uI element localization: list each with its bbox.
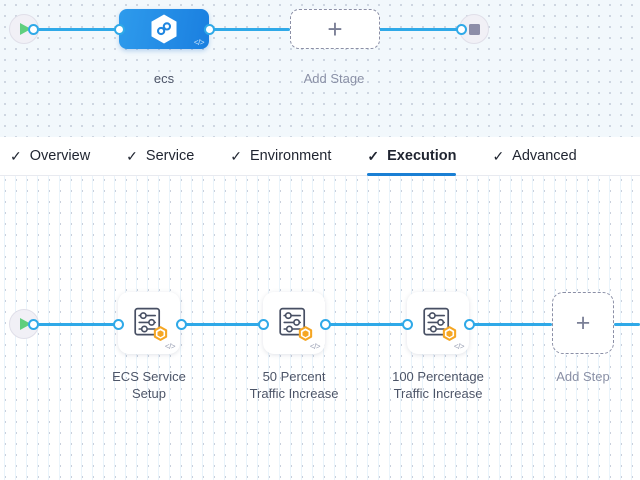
settings-sliders-icon bbox=[279, 307, 306, 336]
step-3-input-port[interactable] bbox=[402, 319, 413, 330]
orange-hexagon-badge bbox=[153, 326, 168, 341]
tab-service[interactable]: ✓ Service bbox=[126, 137, 216, 175]
tab-execution[interactable]: ✓ Execution bbox=[367, 137, 478, 176]
check-icon: ✓ bbox=[10, 148, 22, 164]
step-code-tag: </> bbox=[453, 342, 465, 351]
connector-step-3-to-add-step bbox=[470, 323, 552, 326]
step-3-output-port[interactable] bbox=[464, 319, 475, 330]
stage-end-node[interactable] bbox=[459, 14, 489, 44]
step-canvas[interactable]: </> ECS Service Setup < bbox=[0, 176, 640, 480]
tab-bar[interactable]: ✓ Overview ✓ Service ✓ Environment ✓ Exe… bbox=[0, 137, 640, 176]
step-1-output-port[interactable] bbox=[176, 319, 187, 330]
step-3-label-line2: Traffic Increase bbox=[393, 386, 483, 401]
tab-label: Service bbox=[145, 148, 195, 164]
check-icon: ✓ bbox=[367, 148, 380, 164]
stop-icon bbox=[468, 23, 480, 35]
connector-stage-to-add-stage bbox=[210, 28, 290, 31]
check-icon: ✓ bbox=[230, 148, 242, 164]
step-1-input-port[interactable] bbox=[113, 319, 124, 330]
connector-add-stage-to-end bbox=[378, 28, 463, 31]
stage-node-ecs[interactable]: </> bbox=[119, 9, 209, 49]
hexagon-infinity-icon bbox=[151, 14, 177, 44]
check-icon: ✓ bbox=[492, 148, 505, 164]
play-icon bbox=[20, 318, 31, 330]
tab-label: Environment bbox=[250, 148, 332, 164]
stage-end-input-port[interactable] bbox=[456, 24, 467, 35]
stage-canvas[interactable]: </> ecs + Add Stage bbox=[0, 0, 640, 137]
stage-output-port[interactable] bbox=[204, 24, 215, 35]
step-node-50-percent-traffic-increase[interactable]: </> bbox=[263, 292, 325, 354]
step-node-ecs-service-setup[interactable]: </> bbox=[118, 292, 180, 354]
add-stage-button[interactable]: + bbox=[290, 9, 380, 49]
connector-start-to-stage bbox=[33, 28, 125, 31]
step-start-output-port[interactable] bbox=[28, 319, 39, 330]
step-code-tag: </> bbox=[309, 342, 321, 351]
step-node-100-percentage-traffic-increase[interactable]: </> bbox=[407, 292, 469, 354]
plus-icon: + bbox=[327, 14, 343, 44]
connector-start-to-step-1 bbox=[33, 323, 125, 326]
tab-environment[interactable]: ✓ Environment bbox=[230, 137, 353, 175]
check-icon: ✓ bbox=[126, 148, 138, 164]
step-1-label-line2: Setup bbox=[132, 386, 166, 401]
step-1-label: ECS Service Setup bbox=[69, 368, 229, 402]
stage-input-port[interactable] bbox=[114, 24, 125, 35]
add-step-button[interactable]: + bbox=[552, 292, 614, 354]
settings-sliders-icon bbox=[423, 307, 450, 336]
step-2-output-port[interactable] bbox=[320, 319, 331, 330]
play-icon bbox=[20, 23, 31, 35]
add-step-label: Add Step bbox=[556, 369, 610, 384]
step-1-label-line1: ECS Service bbox=[112, 369, 186, 384]
step-2-input-port[interactable] bbox=[258, 319, 269, 330]
stage-code-tag: </> bbox=[193, 38, 205, 47]
connector-step-2-to-step-3 bbox=[326, 323, 414, 326]
plus-icon: + bbox=[575, 308, 591, 337]
connector-step-1-to-step-2 bbox=[182, 323, 274, 326]
settings-sliders-icon bbox=[134, 307, 161, 336]
orange-hexagon-badge bbox=[442, 326, 457, 341]
step-2-label: 50 Percent Traffic Increase bbox=[214, 368, 374, 402]
tab-overview[interactable]: ✓ Overview bbox=[10, 137, 112, 175]
add-stage-label: Add Stage bbox=[303, 71, 365, 86]
step-code-tag: </> bbox=[164, 342, 176, 351]
tab-label: Overview bbox=[29, 148, 91, 164]
step-2-label-line1: 50 Percent bbox=[262, 369, 326, 384]
step-3-label-line1: 100 Percentage bbox=[392, 369, 484, 384]
stage-start-output-port[interactable] bbox=[28, 24, 39, 35]
tab-label: Execution bbox=[387, 148, 457, 164]
tab-advanced[interactable]: ✓ Advanced bbox=[492, 137, 598, 175]
step-3-label: 100 Percentage Traffic Increase bbox=[358, 368, 518, 402]
stage-label: ecs bbox=[153, 71, 175, 86]
tab-label: Advanced bbox=[512, 148, 577, 164]
step-2-label-line2: Traffic Increase bbox=[249, 386, 339, 401]
orange-hexagon-badge bbox=[298, 326, 313, 341]
connector-add-step-to-next bbox=[614, 323, 640, 326]
